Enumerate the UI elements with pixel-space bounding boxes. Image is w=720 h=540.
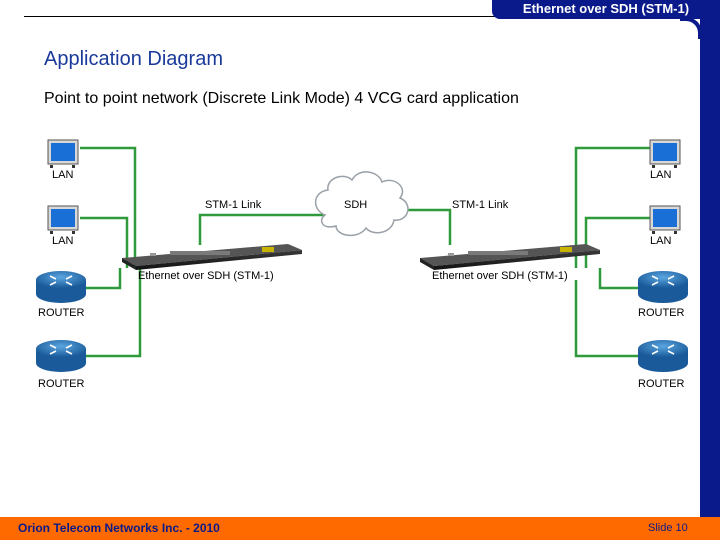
- link-right-router-bottom: [574, 280, 638, 358]
- right-router-bottom-label: ROUTER: [638, 378, 685, 390]
- left-lan-bottom-label: LAN: [52, 235, 74, 247]
- left-router-top-label: ROUTER: [38, 307, 85, 319]
- left-lan-top-label: LAN: [52, 169, 74, 181]
- header-rule: [24, 16, 720, 17]
- link-right-lan-top: [574, 146, 650, 268]
- sdh-cloud-label: SDH: [344, 199, 368, 211]
- left-device-label: Ethernet over SDH (STM-1): [138, 270, 274, 282]
- lan-monitor-left-bottom-icon: [47, 205, 79, 234]
- router-left-bottom-icon: [36, 340, 86, 372]
- header-tab: Ethernet over SDH (STM-1): [492, 0, 720, 19]
- left-router-bottom-label: ROUTER: [38, 378, 85, 390]
- footer-bar: [0, 517, 720, 540]
- lan-monitor-right-bottom-icon: [649, 205, 681, 234]
- link-right-lan-bottom: [584, 216, 650, 268]
- left-stm1-link-label: STM-1 Link: [205, 199, 262, 211]
- right-lan-bottom-label: LAN: [650, 235, 672, 247]
- slide-subtitle: Point to point network (Discrete Link Mo…: [44, 90, 519, 107]
- lan-monitor-left-top-icon: [47, 139, 79, 168]
- router-right-bottom-icon: [638, 340, 688, 372]
- link-right-stm1: [400, 208, 452, 245]
- link-right-router-top: [598, 268, 638, 290]
- sdh-cloud-icon: [314, 171, 409, 237]
- link-left-stm1: [198, 213, 330, 245]
- ethernet-over-sdh-device-right-icon: [420, 244, 600, 270]
- link-left-lan-bottom: [80, 216, 129, 268]
- frame-right-bar: [700, 19, 720, 517]
- link-left-router-top: [86, 268, 122, 290]
- lan-monitor-right-top-icon: [649, 139, 681, 168]
- right-lan-top-label: LAN: [650, 169, 672, 181]
- link-left-router-bottom: [86, 268, 142, 358]
- footer-slide-number: Slide 10: [648, 522, 688, 534]
- ethernet-over-sdh-device-left-icon: [122, 244, 302, 270]
- link-left-lan-top: [80, 146, 137, 268]
- router-right-top-icon: [638, 271, 688, 303]
- left-links: [80, 146, 330, 358]
- right-stm1-link-label: STM-1 Link: [452, 199, 509, 211]
- right-router-top-label: ROUTER: [638, 307, 685, 319]
- right-device-label: Ethernet over SDH (STM-1): [432, 270, 568, 282]
- footer-company: Orion Telecom Networks Inc. - 2010: [18, 521, 220, 535]
- router-left-top-icon: [36, 271, 86, 303]
- slide-title: Application Diagram: [44, 48, 223, 70]
